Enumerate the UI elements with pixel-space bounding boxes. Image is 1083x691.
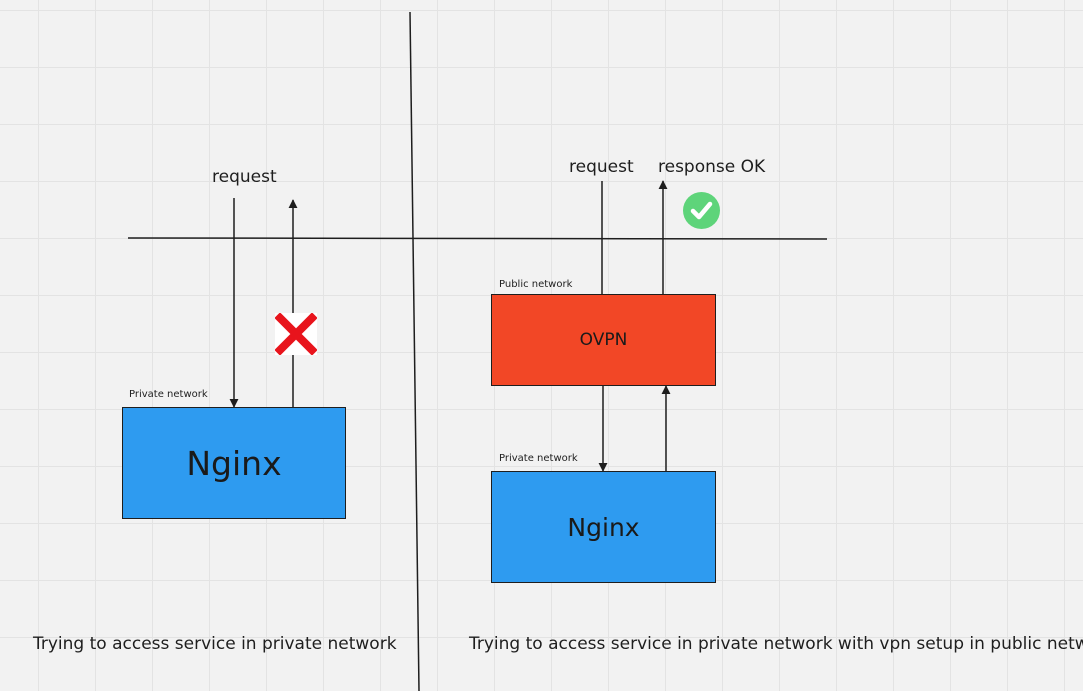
left-caption: Trying to access service in private netw… (33, 634, 397, 654)
x-cross-icon (274, 312, 318, 356)
left-nginx-box[interactable]: Nginx (122, 407, 346, 519)
right-nginx-label: Nginx (567, 512, 640, 542)
right-nginx-box[interactable]: Nginx (491, 471, 716, 583)
public-network-label: Public network (499, 279, 573, 290)
ovpn-box[interactable]: OVPN (491, 294, 716, 386)
right-private-network-label: Private network (499, 453, 578, 464)
ovpn-label: OVPN (579, 330, 628, 350)
left-private-network-label: Private network (129, 389, 208, 400)
vertical-divider (409, 11, 420, 691)
right-caption: Trying to access service in private netw… (469, 634, 1083, 654)
checkmark-circle-icon (683, 192, 720, 229)
right-request-label: request (569, 157, 634, 177)
left-nginx-label: Nginx (186, 443, 282, 483)
network-boundary-line (127, 237, 828, 240)
response-ok-label: response OK (658, 157, 766, 177)
left-request-label: request (212, 167, 277, 187)
